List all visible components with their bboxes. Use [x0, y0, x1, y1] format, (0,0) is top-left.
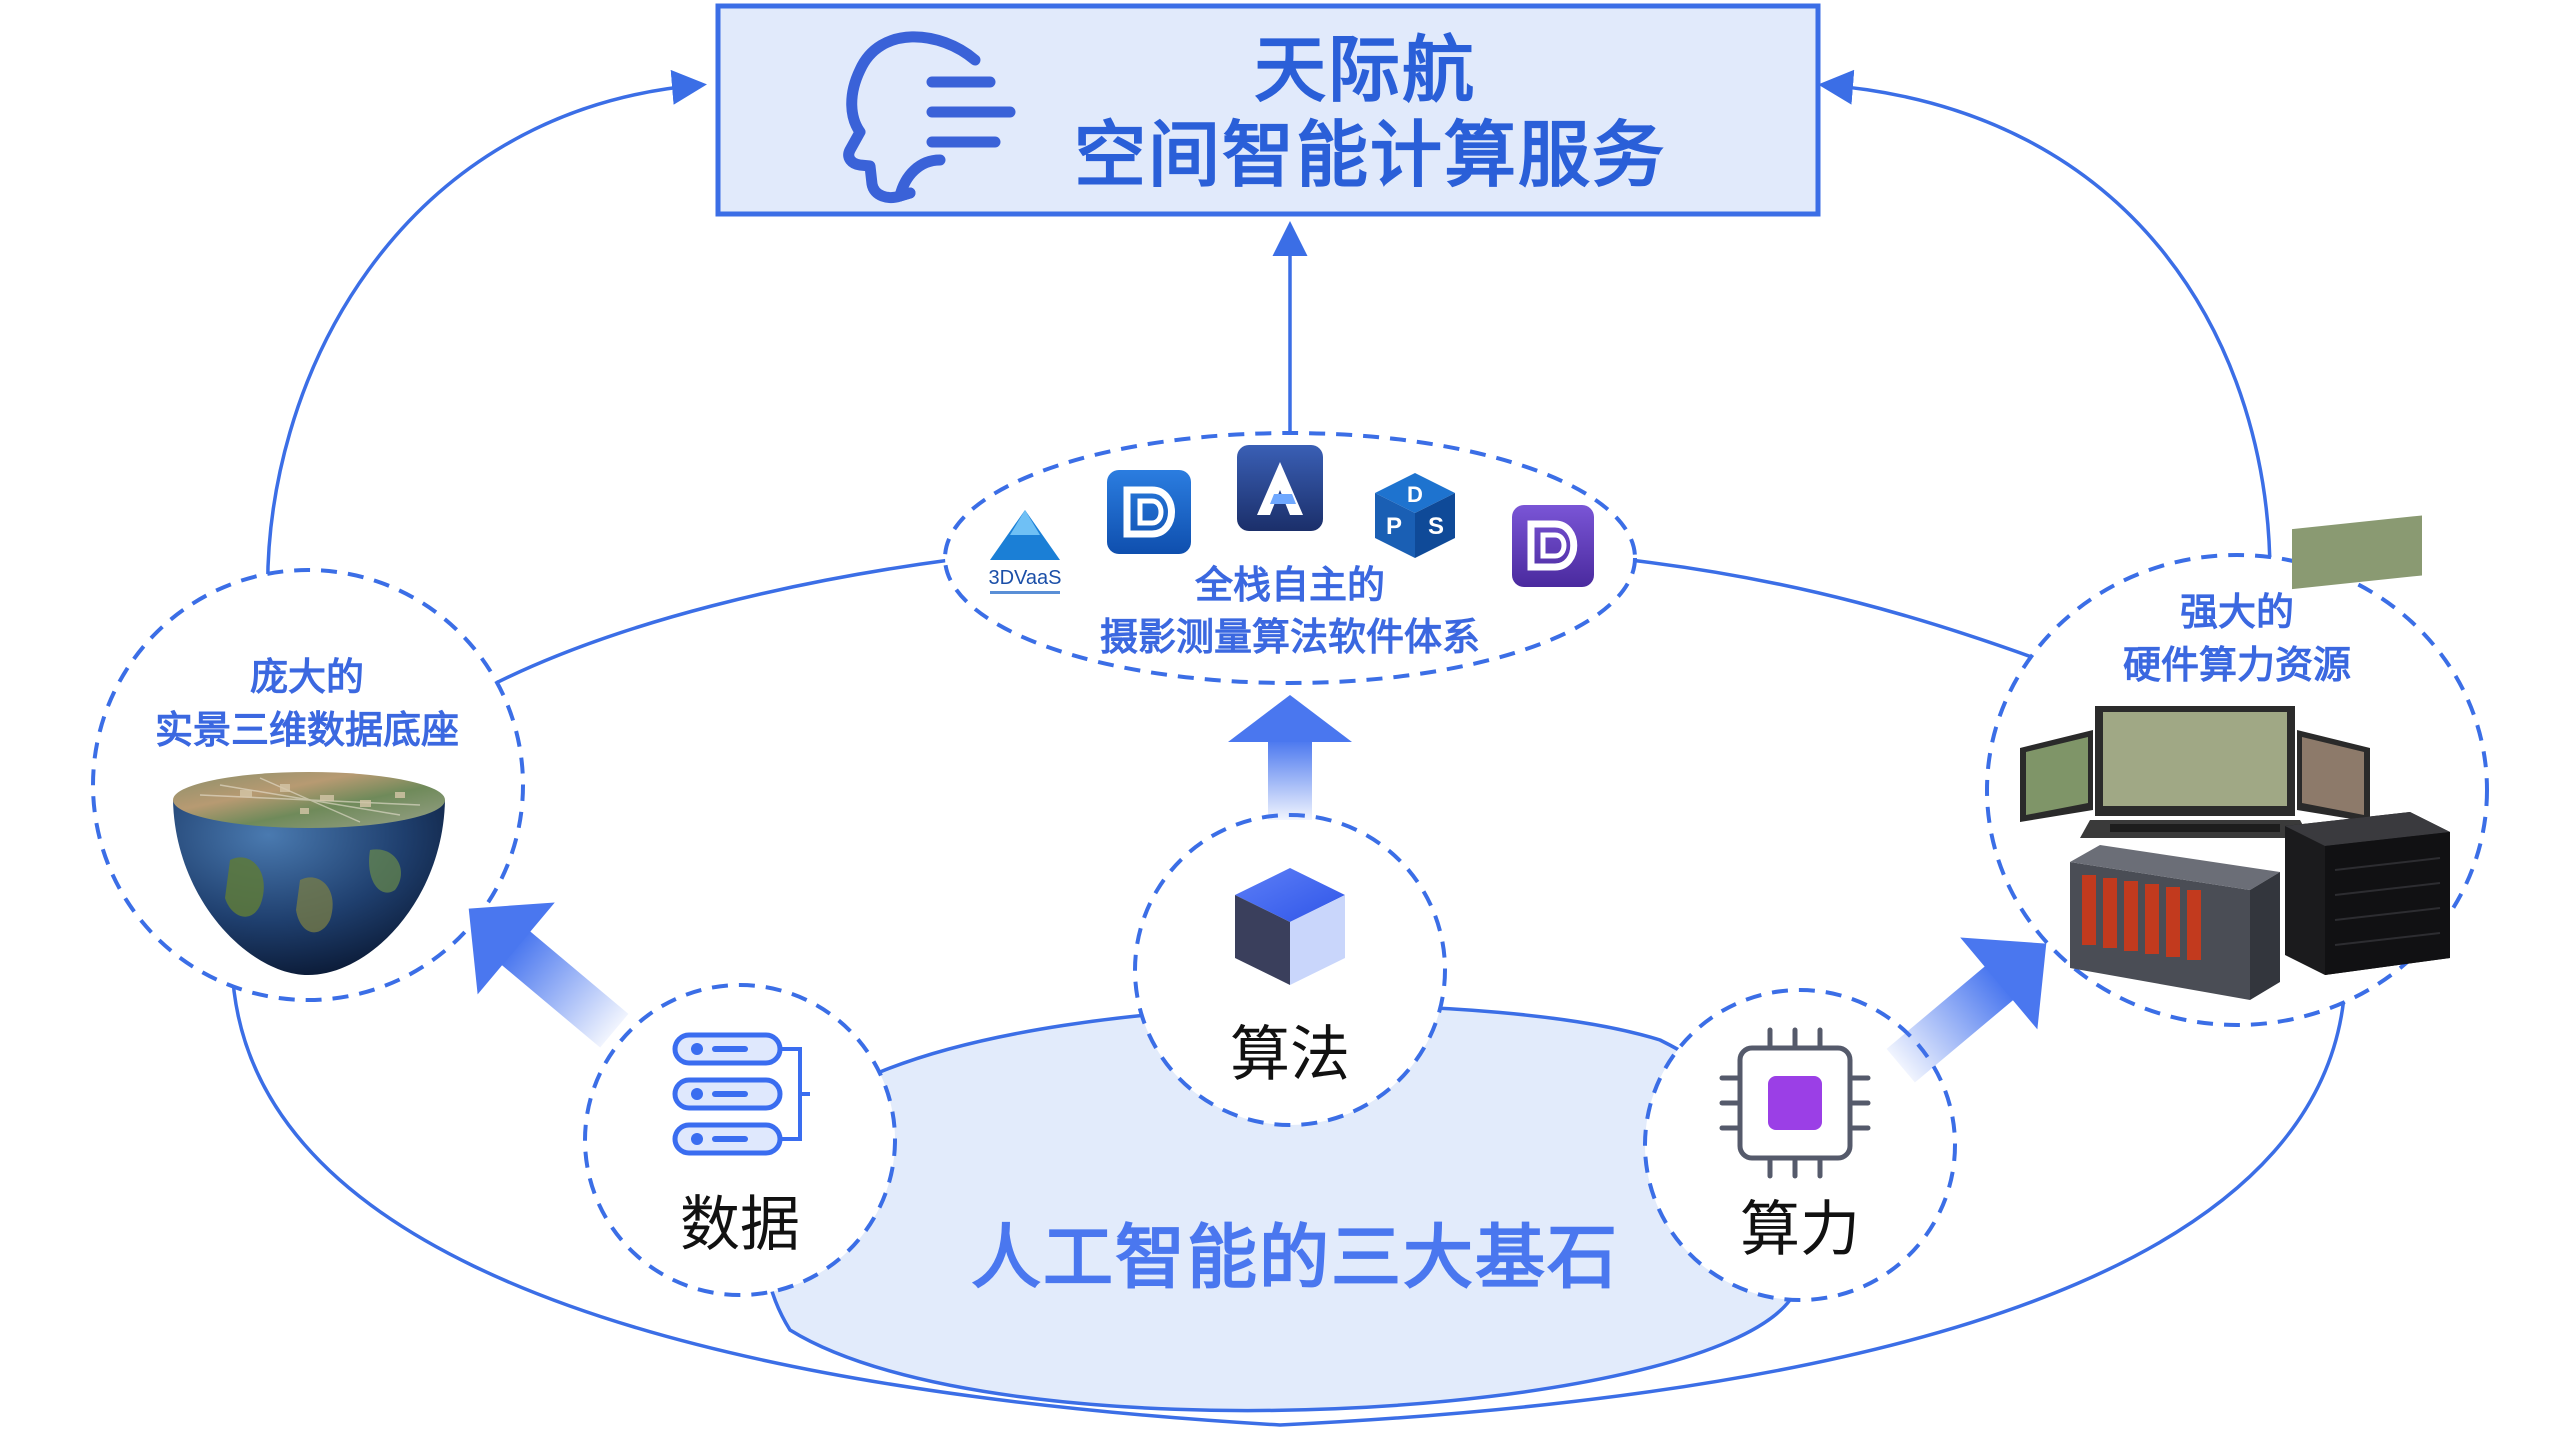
software-caption-line1: 全栈自主的 — [1194, 563, 1386, 607]
dp-app-logo-purple — [1512, 505, 1594, 587]
dps-letter-s: S — [1428, 513, 1444, 540]
a-app-logo — [1237, 445, 1323, 531]
outer-loop-line — [230, 964, 2347, 1427]
hardware-caption-line1: 强大的 — [2179, 590, 2295, 634]
algorithm-cube-icon — [1235, 868, 1345, 985]
service-title-line1: 天际航 — [1253, 28, 1477, 112]
dps-cube-logo: D P S — [1375, 473, 1455, 558]
database-server-icon — [672, 1032, 810, 1156]
tower-server-image — [2285, 515, 2450, 975]
connector-line-right — [1629, 558, 2041, 662]
rack-server-image — [2070, 845, 2280, 1000]
3dvaas-logo: 3DVaaS — [988, 510, 1062, 594]
pillar-label-data: 数据 — [680, 1190, 800, 1260]
half-earth-globe-image — [173, 772, 445, 975]
service-title-line2: 空间智能计算服务 — [1073, 113, 1667, 197]
arrow-right-to-title — [1818, 69, 2272, 576]
rugged-laptop-image — [2020, 706, 2370, 838]
cpu-chip-icon — [1719, 1027, 1871, 1179]
dp-app-logo-blue — [1107, 470, 1191, 554]
gradient-arrow-to-hardware — [1886, 937, 2047, 1083]
ai-face-logo-icon — [843, 31, 1016, 203]
hardware-caption-line2: 硬件算力资源 — [2122, 643, 2352, 687]
3dvaas-logo-text: 3DVaaS — [988, 567, 1061, 589]
arrow-left-to-title — [265, 69, 707, 606]
dps-letter-d: D — [1407, 482, 1423, 507]
connector-line-left — [489, 558, 951, 688]
software-caption-line2: 摄影测量算法软件体系 — [1099, 615, 1481, 659]
gradient-arrow-to-data — [468, 902, 629, 1048]
ai-foundation-title: 人工智能的三大基石 — [971, 1216, 1619, 1299]
dps-letter-p: P — [1386, 513, 1402, 540]
data-base-caption-line1: 庞大的 — [249, 655, 365, 699]
pillar-label-algorithm: 算法 — [1230, 1020, 1350, 1090]
gradient-arrow-up — [1228, 695, 1352, 820]
data-base-caption-line2: 实景三维数据底座 — [154, 708, 460, 752]
pillar-label-compute: 算力 — [1740, 1195, 1860, 1265]
